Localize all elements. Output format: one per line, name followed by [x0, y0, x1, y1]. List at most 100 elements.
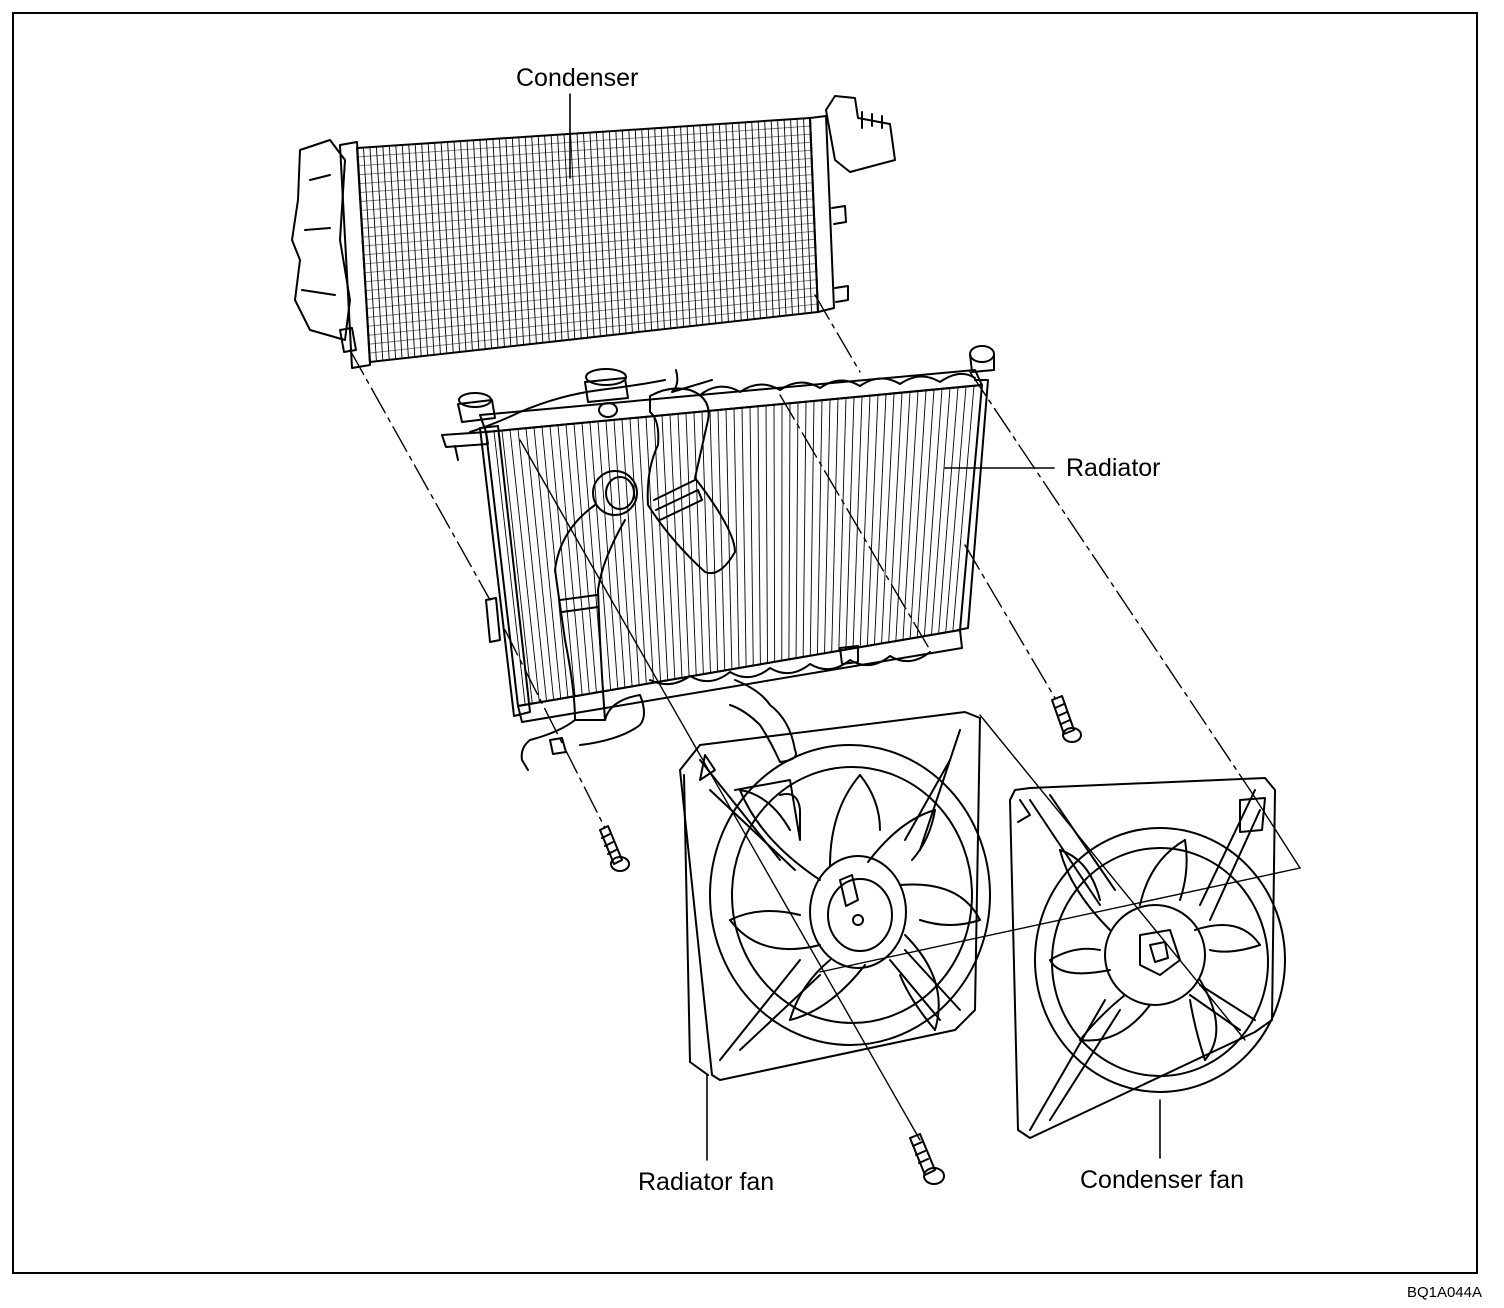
tube-line — [366, 263, 817, 309]
fin-line — [725, 408, 733, 670]
fin-line — [701, 411, 711, 674]
fin-line — [589, 421, 612, 691]
fin-line — [788, 402, 791, 660]
tube-line — [365, 254, 817, 301]
label-condenser-fan: Condenser fan — [1080, 1166, 1245, 1194]
fin-line — [866, 394, 879, 647]
fin-line — [653, 415, 669, 681]
fin-line — [541, 426, 569, 698]
radiator-part — [441, 345, 995, 771]
fin-line — [831, 398, 839, 653]
radiator-fan-part — [679, 711, 991, 1081]
tube-line — [357, 133, 812, 167]
leader-lines — [569, 93, 1161, 1161]
fin-line — [952, 385, 975, 632]
label-radiator: Radiator — [1066, 454, 1161, 482]
fin-line — [525, 427, 555, 701]
bolt-center — [909, 1133, 945, 1185]
fin-line — [765, 405, 768, 664]
tube-line — [361, 198, 814, 238]
fin-line — [741, 407, 747, 668]
fin-line — [802, 401, 807, 658]
tube-line — [360, 182, 814, 220]
fin-line — [549, 425, 576, 697]
fin-line — [931, 387, 951, 636]
tube-line — [364, 230, 816, 274]
tube-line — [367, 279, 818, 327]
tube-line — [357, 125, 811, 158]
fin-line — [909, 389, 927, 640]
tube-line — [361, 190, 814, 229]
fin-line — [874, 393, 887, 646]
fin-line — [809, 400, 815, 657]
tube-line — [365, 246, 816, 292]
fin-line — [816, 399, 823, 655]
solid-guide-lines — [519, 439, 1301, 1141]
fin-line — [605, 420, 626, 689]
fin-line — [597, 420, 619, 690]
fin-line — [895, 391, 911, 642]
fin-line — [888, 392, 903, 643]
fin-line — [509, 429, 540, 703]
fin-line — [902, 390, 919, 641]
fin-line — [677, 413, 690, 678]
tube-line — [368, 295, 818, 345]
bolt-left — [599, 825, 630, 872]
tube-line — [360, 174, 813, 211]
fin-line — [637, 417, 654, 684]
fin-line — [573, 423, 597, 693]
tube-line — [363, 214, 815, 256]
tube-line — [358, 149, 812, 185]
condenser-fan-part — [1009, 777, 1286, 1139]
tube-line — [358, 141, 812, 176]
fin-line — [669, 414, 683, 679]
fin-line — [661, 414, 676, 680]
mounting-bolts — [599, 695, 1082, 1185]
fin-line — [773, 404, 776, 663]
fin-line — [859, 395, 871, 648]
fin-line — [693, 411, 704, 675]
fin-line — [916, 389, 935, 638]
figure-code: BQ1A044A — [1406, 1284, 1482, 1301]
label-radiator-fan: Radiator fan — [638, 1168, 775, 1196]
fin-line — [795, 401, 799, 659]
fin-line — [938, 386, 959, 635]
fin-line — [824, 398, 831, 654]
fin-line — [709, 410, 719, 673]
fin-line — [501, 430, 533, 704]
fin-line — [565, 423, 590, 695]
fin-line — [881, 392, 895, 644]
fin-line — [557, 424, 583, 696]
tube-line — [359, 157, 813, 194]
tube-line — [364, 238, 816, 283]
fin-line — [581, 422, 604, 692]
fin-line — [517, 428, 547, 702]
fin-line — [493, 430, 526, 706]
tube-line — [362, 206, 815, 247]
fin-line — [645, 416, 662, 682]
fin-line — [757, 405, 761, 665]
fin-line — [621, 418, 640, 686]
alignment-lines — [349, 294, 1251, 829]
tube-line — [367, 287, 818, 336]
fin-line — [629, 417, 647, 685]
fin-line — [685, 412, 697, 676]
fin-line — [852, 395, 863, 649]
diagram-frame — [12, 12, 1478, 1274]
tube-line — [366, 271, 817, 318]
fin-line — [733, 408, 740, 669]
fin-line — [717, 409, 726, 671]
fin-line — [945, 386, 967, 633]
fin-line — [838, 397, 847, 652]
fin-line — [613, 419, 633, 687]
tube-line — [363, 222, 815, 265]
condenser-part — [291, 95, 896, 369]
fin-line — [923, 388, 943, 637]
fin-line — [845, 396, 855, 651]
bolt-right — [1051, 695, 1082, 743]
tube-line — [369, 303, 819, 354]
tube-line — [359, 166, 813, 202]
fin-line — [749, 406, 754, 666]
label-condenser: Condenser — [516, 64, 639, 92]
